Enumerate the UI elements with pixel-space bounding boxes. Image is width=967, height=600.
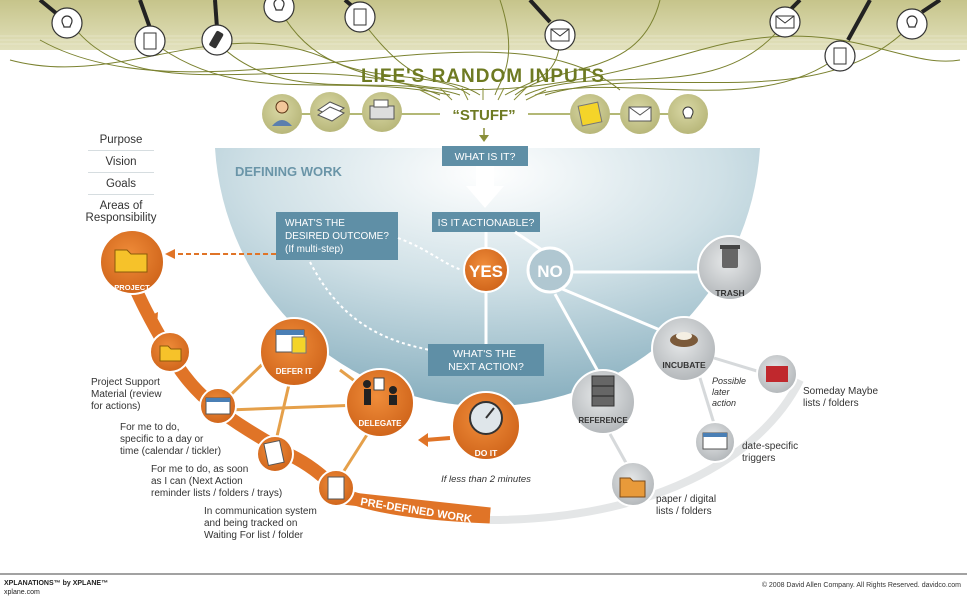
stuff-label-bg	[440, 101, 528, 127]
yes-node	[463, 247, 509, 293]
svg-text:Possible later action: Possible later action	[712, 376, 749, 408]
possible-later-line: later	[712, 387, 731, 397]
non-actionable-nodes: TRASH INCUBATE REFERENCE	[570, 235, 763, 435]
incubate-text: INCUBATE	[662, 360, 706, 370]
sticky-note-icon	[291, 336, 307, 354]
stuff-label: “STUFF”	[452, 107, 515, 124]
person-icon	[389, 386, 397, 394]
hierarchy-vision: Vision	[105, 156, 137, 168]
person-icon	[262, 94, 302, 134]
reference-text: REFERENCE	[578, 416, 628, 425]
document-icon	[327, 476, 345, 500]
actionable-text: IS IT ACTIONABLE?	[438, 217, 535, 229]
lightbulb-icon	[51, 7, 83, 39]
dashed-link	[397, 237, 463, 271]
incubate-node	[651, 316, 717, 382]
footer-copyright: © 2008 David Allen Company. All Rights R…	[761, 582, 961, 589]
possible-later-line: Possible	[712, 376, 746, 386]
hierarchy-areas: Areas of	[99, 200, 143, 212]
no-node	[526, 246, 574, 294]
down-arrow	[466, 166, 504, 208]
input-wires	[9, 0, 961, 96]
folder-icon	[114, 249, 148, 273]
svg-text:WHAT'S THE DESIRED OUTCOME: WHAT'S THE DESIRED OUTCOME? (If multi-st…	[285, 218, 392, 255]
do-it-arrow	[424, 436, 451, 442]
defining-work-heading: DEFINING WORK	[235, 164, 342, 179]
what-is-it-text: WHAT IS IT?	[455, 151, 516, 163]
document-icon	[263, 439, 285, 467]
lightbulb-icon	[263, 0, 295, 23]
stuff-icons	[262, 92, 708, 134]
folder-icon	[766, 366, 788, 382]
incubate-arc	[489, 378, 804, 524]
person-icon	[363, 380, 371, 388]
next-action-line: NEXT ACTION?	[448, 361, 524, 373]
lightbulb-icon	[896, 8, 928, 40]
desired-outcome-box	[276, 212, 398, 260]
possible-later-line: action	[712, 398, 736, 408]
hierarchy-goals: Goals	[105, 178, 137, 190]
desired-outcome-line: WHAT'S THE	[285, 218, 345, 229]
trash-text: TRASH	[715, 288, 744, 298]
what-is-it-box	[442, 146, 528, 166]
delegate-node	[345, 368, 415, 438]
folder-icon	[159, 345, 182, 362]
trash-can-icon	[722, 248, 738, 268]
two-minutes-note: If less than 2 minutes	[441, 474, 531, 485]
converging-arrows	[419, 87, 547, 101]
no-text: NO	[537, 262, 563, 281]
delegate-text: DELEGATE	[359, 419, 403, 428]
diagram-title: LIFE'S RANDOM INPUTS	[361, 66, 605, 87]
do-it-text: DO IT	[475, 448, 498, 458]
hierarchy-responsibility: Responsibility	[85, 212, 157, 224]
hierarchy-purpose: Purpose	[99, 134, 143, 146]
svg-text:WHAT'S THE NEXT ACTION?: WHAT'S THE NEXT ACTION?	[448, 348, 524, 373]
desired-outcome-line: DESIRED OUTCOME?	[285, 231, 389, 242]
defer-it-text: DEFER IT	[276, 367, 313, 376]
hierarchy-divider	[88, 172, 154, 173]
hierarchy-divider	[88, 150, 154, 151]
filing-cabinet-icon	[591, 375, 615, 407]
next-action-line: WHAT'S THE	[453, 348, 516, 360]
input-icons	[38, 0, 942, 72]
yes-text: YES	[469, 262, 503, 281]
desired-outcome-line: (If multi-step)	[285, 244, 343, 255]
project-text: PROJECT	[114, 283, 150, 292]
hierarchy-divider	[88, 194, 154, 195]
footer-brand: XPLANATIONS™ by XPLANE™ xplane.com	[4, 580, 109, 596]
next-action-box	[428, 344, 544, 376]
actionable-box	[432, 212, 540, 232]
folder-icon	[619, 477, 646, 498]
